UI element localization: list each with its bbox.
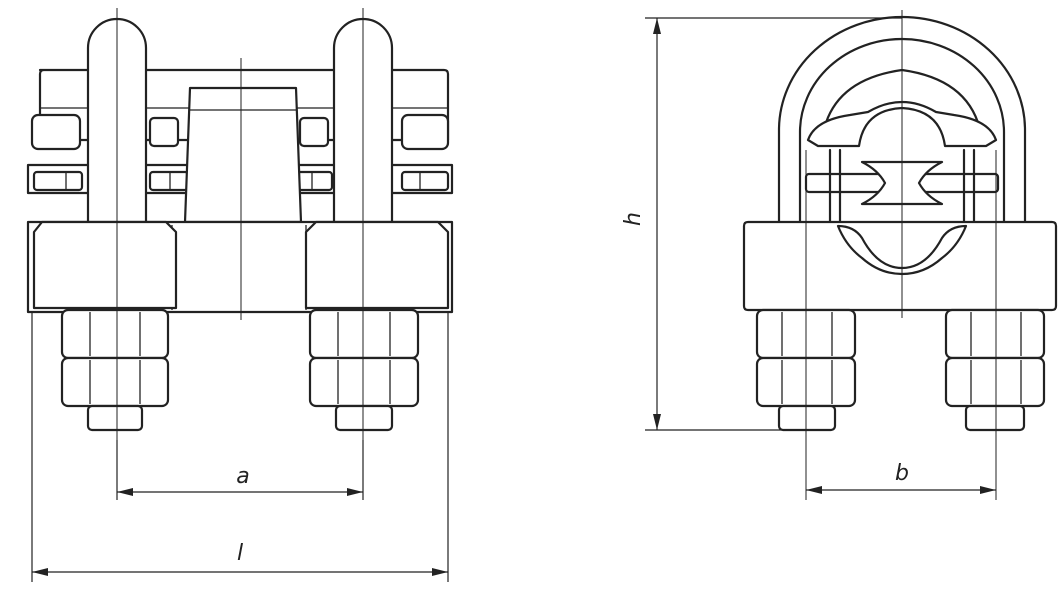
central-saddle: [183, 86, 303, 224]
dimension-label-l: l: [237, 541, 243, 566]
dimension-l: l: [31, 312, 449, 582]
upper-saddle: [806, 101, 998, 148]
dimension-a: a: [116, 440, 364, 500]
dimension-label-b: b: [895, 461, 909, 486]
side-view: h b: [621, 10, 1058, 500]
front-view: a l: [26, 8, 454, 582]
dimension-label-a: a: [236, 464, 249, 489]
side-pad-left: [30, 113, 82, 151]
nut-left: [60, 308, 170, 432]
base-block-left: [32, 220, 178, 310]
base-block-right: [304, 220, 450, 310]
lower-saddle: [836, 224, 968, 276]
side-base-block: [742, 220, 1058, 312]
side-nut-right: [944, 308, 1046, 432]
dimension-label-h: h: [621, 212, 646, 226]
dimension-b: b: [806, 461, 996, 494]
dimension-h: h: [621, 17, 902, 431]
side-pad-right: [400, 113, 450, 151]
nut-right: [308, 308, 420, 432]
